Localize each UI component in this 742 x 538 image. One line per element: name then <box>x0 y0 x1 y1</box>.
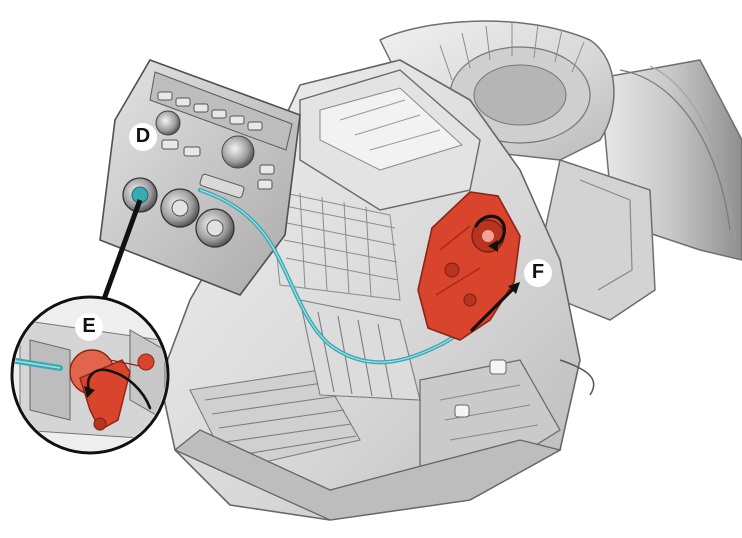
control-panel <box>99 59 301 296</box>
callout-e: E <box>82 315 96 337</box>
callout-d: D <box>135 125 151 147</box>
curved-arrow-icon <box>474 214 506 248</box>
straight-arrow-icon <box>470 284 518 332</box>
actuator-f <box>417 191 521 341</box>
curved-arrow-icon <box>86 368 152 410</box>
callout-f: F <box>531 261 545 283</box>
detail-inset-e <box>10 295 170 455</box>
leader-line <box>100 199 143 303</box>
